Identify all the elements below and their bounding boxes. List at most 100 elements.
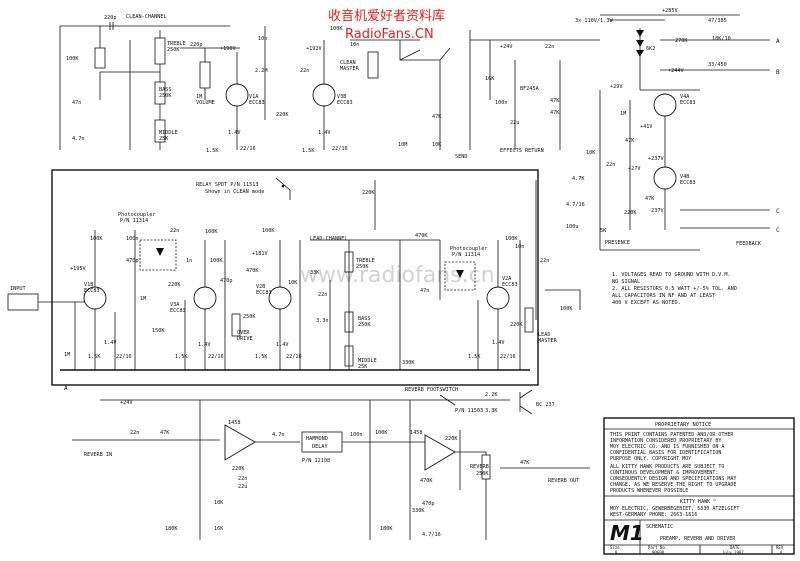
note-1b: NO SIGNAL — [612, 279, 640, 285]
r-47k-b: 47K — [550, 98, 560, 104]
tube-v4b-name: V4B — [680, 174, 689, 180]
v-195: +195V — [70, 266, 86, 272]
relay-sub-label: Shown in CLEAN mode — [205, 189, 264, 195]
r-10m: 10M — [398, 142, 407, 148]
bass1-label: BASS — [159, 87, 172, 93]
bass2-label: BASS — [358, 316, 371, 322]
tube-v3a — [193, 286, 217, 310]
r-330k: 330K — [402, 360, 415, 366]
cap-22-16-v2b: 22/16 — [286, 354, 302, 360]
cap-100u: 100u — [566, 224, 579, 230]
clean-master-1: CLEAN — [340, 60, 356, 66]
tube-v4a-name: V4A — [680, 94, 690, 100]
note-2b: ALL CAPACITORS IN NF AND AT LEAST — [612, 293, 715, 299]
v-1k4-v2b: 1.4V — [276, 342, 289, 348]
reverb-out-label: REVERB OUT — [548, 478, 579, 484]
cap-22-16-v3a: 22/16 — [208, 354, 224, 360]
note-2: 2. ALL RESISTORS 0.5 WATT +/-5% TOL. AND — [612, 286, 737, 292]
treble-pot-clean — [154, 37, 166, 65]
resistor-100k-clean — [94, 47, 106, 69]
date-label: DATE — [730, 545, 740, 550]
notice-p2-1: CONTINOUS DEVELOPMENT & IMPROVEMENT: — [610, 470, 718, 476]
tube-v1a — [225, 83, 249, 107]
address-line-1: MOY ELECTRIC, GEWERBEGEBIET, 5330 ATZELG… — [610, 506, 739, 512]
r-47k-v4b: 47K — [645, 196, 655, 202]
tube-v4b-type: ECC83 — [680, 180, 696, 186]
cap-22-16-b: 22/16 — [332, 146, 348, 152]
doc-type: SCHEMATIC — [646, 524, 673, 530]
m1-logo: M1 — [610, 521, 644, 545]
reverb-pot-2: 250K — [476, 471, 489, 477]
cap-4-7-16-rev: 4.7/16 — [422, 532, 441, 538]
lead-channel-section: LEAD-CHANNEL Photocoupler P/N 11314 Phot… — [7, 212, 581, 392]
rev-label: REV — [776, 545, 784, 550]
treble2-value: 250K — [356, 264, 369, 270]
r-220k-relay: 220K — [362, 190, 375, 196]
relay-section: RELAY SPDT P/N 11513 Shown in CLEAN mode… — [51, 169, 539, 386]
r-100k-label: 100K — [66, 56, 79, 62]
jfet-bf245a: BF245A — [520, 86, 540, 92]
notice-p1-1: INFORMATION CONSIDERED PROPRIETARY BY — [610, 438, 721, 444]
middle-pot-clean — [154, 119, 166, 143]
clean-master-2: MASTER — [340, 66, 360, 72]
cap-470p-rev: 470p — [422, 501, 435, 507]
cap-22n-reverb: 22n — [130, 430, 139, 436]
notice-p2-0: ALL KITTY HAWK PRODUCTS ARE SUBJECT TO — [610, 464, 724, 470]
notice-p1-0: THIS PRINT CONTAINS PATENTED AND/OR OTHE… — [610, 432, 734, 438]
r-16k-rev: 16K — [214, 526, 224, 532]
r-1m-v4: 1M — [620, 111, 626, 117]
r-220k-v3a: 220K — [168, 282, 181, 288]
cap-47n-clean: 47n — [72, 100, 81, 106]
note-2c: 400 V EXCEPT AS NOTED. — [612, 300, 681, 306]
title-block: PROPRIETARY NOTICE THIS PRINT CONTAINS P… — [603, 417, 795, 555]
cap-470p-v3a: 470p — [220, 278, 233, 284]
cap-22u-rev: 22u — [238, 484, 247, 490]
v-244: +244V — [668, 68, 684, 74]
r-1m-b: 1M — [140, 296, 146, 302]
r-100k-rev: 100K — [375, 430, 388, 436]
part-val: 90600 — [652, 550, 665, 555]
cap-4n7-clean: 4.7n — [72, 136, 85, 142]
led-1-icon — [156, 248, 164, 256]
led-2-icon — [456, 270, 464, 278]
note-1: 1. VOLTAGES READ TO GROUND WITH D.V.M. — [612, 272, 731, 278]
lead-master-2: MASTER — [538, 338, 558, 344]
r-10k-rev: 10K — [214, 500, 224, 506]
v-24-top: +24V — [500, 44, 513, 50]
transistor-bc237: BC 237 — [536, 402, 555, 408]
lead-master-1: LEAD — [538, 332, 551, 338]
cap-3n3: 3.3n — [316, 318, 329, 324]
v-192: +192V — [306, 46, 322, 52]
overdrive-2: DRIVE — [237, 336, 253, 342]
middle2-label: MIDDLE — [358, 358, 377, 364]
cap-100n-lead: 100n — [126, 236, 139, 242]
r-270k: 270K — [675, 38, 688, 44]
date-val: July 1987 — [722, 550, 744, 555]
tube-v1b-name: V1B — [84, 282, 93, 288]
tube-v1b-type: ECC83 — [84, 288, 100, 294]
volume-label-1: 1M — [196, 94, 202, 100]
cap-10n-a: 10n — [258, 36, 267, 42]
feedback-label: FEEDBACK — [736, 241, 762, 247]
photocoupler2-box — [444, 261, 476, 291]
middle1-value: 25K — [159, 136, 169, 142]
volume-pot — [199, 61, 211, 89]
terminal-c2: C — [776, 227, 780, 234]
r-220k-v4: 220K — [624, 210, 637, 216]
v-29: +29V — [610, 84, 623, 90]
cap-470p: 470p — [126, 258, 139, 264]
tube-v3b — [312, 83, 336, 107]
bass-pot-clean — [154, 81, 166, 105]
hammond-label: HAMMOND — [306, 436, 328, 442]
v-237: +237V — [648, 156, 664, 162]
r-330k-rev: 330K — [412, 508, 425, 514]
r-180k-b: 180K — [380, 526, 393, 532]
r-220k-rev2: 220K — [445, 436, 458, 442]
cap-22n-rev2: 22n — [238, 476, 247, 482]
reverb-pn-label: P/N 11503 — [455, 408, 483, 414]
cap-22n-a: 22n — [300, 68, 309, 74]
hammond-pn: P/N 12108 — [302, 458, 330, 464]
r-47k-reverb: 47K — [160, 430, 170, 436]
r-470k-lead: 470K — [415, 233, 428, 239]
watermark-faint: www.radiofans.cn — [300, 263, 495, 288]
